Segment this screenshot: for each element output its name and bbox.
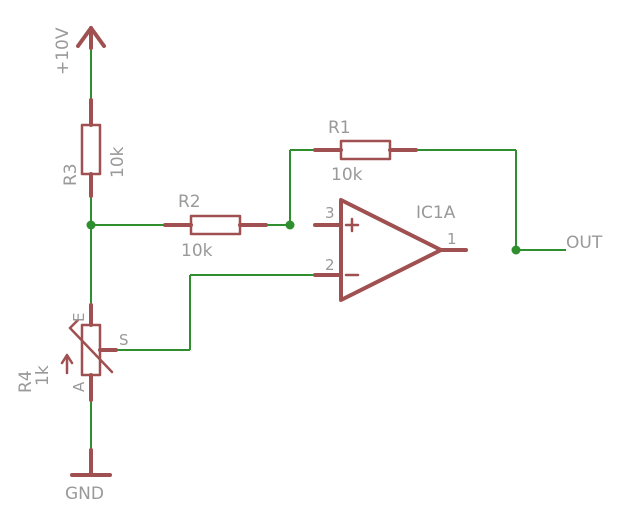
r2-value: 10k xyxy=(181,241,213,261)
resistor-r2 xyxy=(163,214,268,236)
r4-value: 1k xyxy=(33,365,53,386)
r4-name: R4 xyxy=(16,370,36,393)
output-label: OUT xyxy=(566,233,603,253)
pot-diagonal-tick xyxy=(68,318,80,330)
r3-value: 10k xyxy=(108,146,128,178)
junction-r2-r1 xyxy=(285,220,295,230)
r4-pin-e: E xyxy=(70,313,88,322)
opamp-pin2: 2 xyxy=(325,256,335,274)
r1-value: 10k xyxy=(331,165,363,185)
supply-label: +10V xyxy=(53,27,73,75)
junction-output xyxy=(511,245,521,255)
opamp-pin1: 1 xyxy=(447,230,457,248)
r2-name: R2 xyxy=(178,192,201,212)
pot-arrow-head xyxy=(60,353,74,365)
opamp-pin3: 3 xyxy=(325,204,335,222)
r3-name: R3 xyxy=(61,163,81,186)
resistor-r3 xyxy=(80,98,102,198)
potentiometer-r4 xyxy=(60,303,118,402)
pot-diagonal xyxy=(68,326,114,374)
r1-name: R1 xyxy=(328,118,351,138)
supply-symbol xyxy=(76,26,106,50)
r4-pin-s: S xyxy=(119,331,129,349)
ground-symbol xyxy=(70,448,112,477)
wires xyxy=(90,28,566,450)
r4-pin-a: A xyxy=(70,381,88,392)
junction-r3-r2 xyxy=(86,220,96,230)
ground-label: GND xyxy=(65,484,104,504)
resistor-r1 xyxy=(313,139,418,161)
opamp-ic1a xyxy=(313,198,468,302)
opamp-name: IC1A xyxy=(416,203,456,223)
